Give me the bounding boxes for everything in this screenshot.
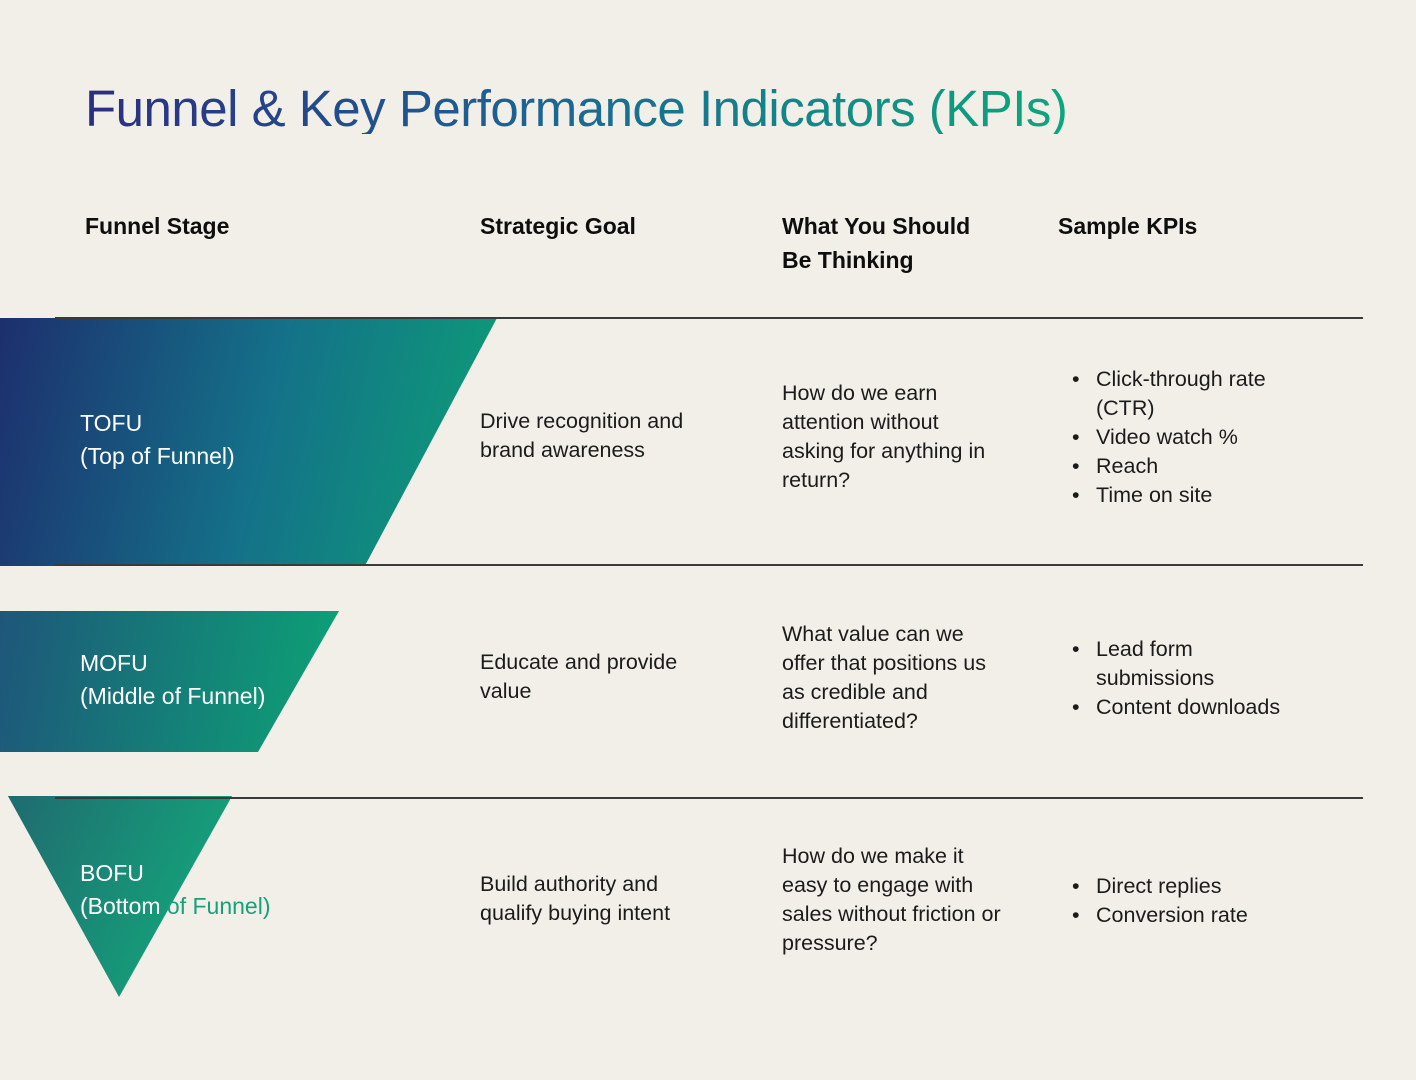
bullet-icon: • <box>1072 637 1080 661</box>
page-title: Funnel & Key Performance Indicators (KPI… <box>85 80 1068 137</box>
stage-full-tofu: (Top of Funnel) <box>80 443 235 469</box>
kpi-item: • Content downloads <box>1072 693 1321 722</box>
row-divider-top <box>55 317 1363 319</box>
kpi-label: Reach <box>1096 454 1159 478</box>
row-divider-bottom <box>55 797 1363 799</box>
bullet-icon: • <box>1072 454 1080 478</box>
stage-full-bofu: (Bottom of Funnel) <box>80 890 270 923</box>
column-header-sample-kpis: Sample KPIs <box>1058 213 1198 239</box>
stage-abbr-mofu: MOFU <box>80 650 148 676</box>
kpi-item: • Conversion rate <box>1072 901 1321 930</box>
bullet-icon: • <box>1072 903 1080 927</box>
kpi-item: • Video watch % <box>1072 423 1321 452</box>
kpi-label: Direct replies <box>1096 874 1222 898</box>
bullet-icon: • <box>1072 367 1080 391</box>
goal-tofu: Drive recognition and brand awareness <box>480 409 684 462</box>
kpi-label: Time on site <box>1096 483 1213 507</box>
column-header-strategic-goal: Strategic Goal <box>480 213 636 239</box>
kpi-item: • Reach <box>1072 452 1321 481</box>
funnel-shape-tofu <box>0 318 497 566</box>
column-header-thinking: What You Should Be Thinking <box>782 213 971 273</box>
kpi-label: Video watch % <box>1096 425 1238 449</box>
thinking-tofu: How do we earn attention without asking … <box>782 381 986 492</box>
goal-mofu: Educate and provide value <box>480 650 678 703</box>
kpi-item: • Lead form submissions <box>1072 635 1321 693</box>
kpi-label: Content downloads <box>1096 695 1281 719</box>
kpi-label: Conversion rate <box>1096 903 1248 927</box>
kpi-item: • Direct replies <box>1072 872 1321 901</box>
stage-abbr-bofu: BOFU <box>80 860 144 886</box>
bullet-icon: • <box>1072 425 1080 449</box>
stage-full-bofu-inside: (Bottom <box>80 893 167 919</box>
thinking-mofu: What value can we offer that positions u… <box>782 622 986 733</box>
kpi-label: Click-through rate (CTR) <box>1096 367 1266 420</box>
stage-label-tofu: TOFU (Top of Funnel) <box>80 407 235 473</box>
goal-bofu: Build authority and qualify buying inten… <box>480 872 671 925</box>
column-header-funnel-stage: Funnel Stage <box>85 213 230 239</box>
kpi-list-tofu: •Click-through rate (CTR)•Video watch %•… <box>1072 365 1321 510</box>
bullet-icon: • <box>1072 874 1080 898</box>
bullet-icon: • <box>1072 483 1080 507</box>
thinking-bofu: How do we make it easy to engage with sa… <box>782 844 1001 955</box>
stage-abbr-tofu: TOFU <box>80 410 143 436</box>
bullet-icon: • <box>1072 695 1080 719</box>
kpi-list-bofu: • Direct replies • Conversion rate <box>1072 872 1321 930</box>
stage-label-bofu: BOFU (Bottom of Funnel) <box>80 857 270 923</box>
kpi-list-mofu: • Lead form submissions • Content downloads <box>1072 635 1321 722</box>
kpi-item: • Click-through rate (CTR) <box>1072 365 1321 423</box>
kpi-item: • Time on site <box>1072 481 1321 510</box>
row-divider-middle <box>55 564 1363 566</box>
stage-label-mofu: MOFU (Middle of Funnel) <box>80 647 265 713</box>
kpi-label: Lead form submissions <box>1096 637 1215 690</box>
stage-full-mofu: (Middle of Funnel) <box>80 683 266 709</box>
stage-full-bofu-outside: of Funnel) <box>166 893 271 919</box>
